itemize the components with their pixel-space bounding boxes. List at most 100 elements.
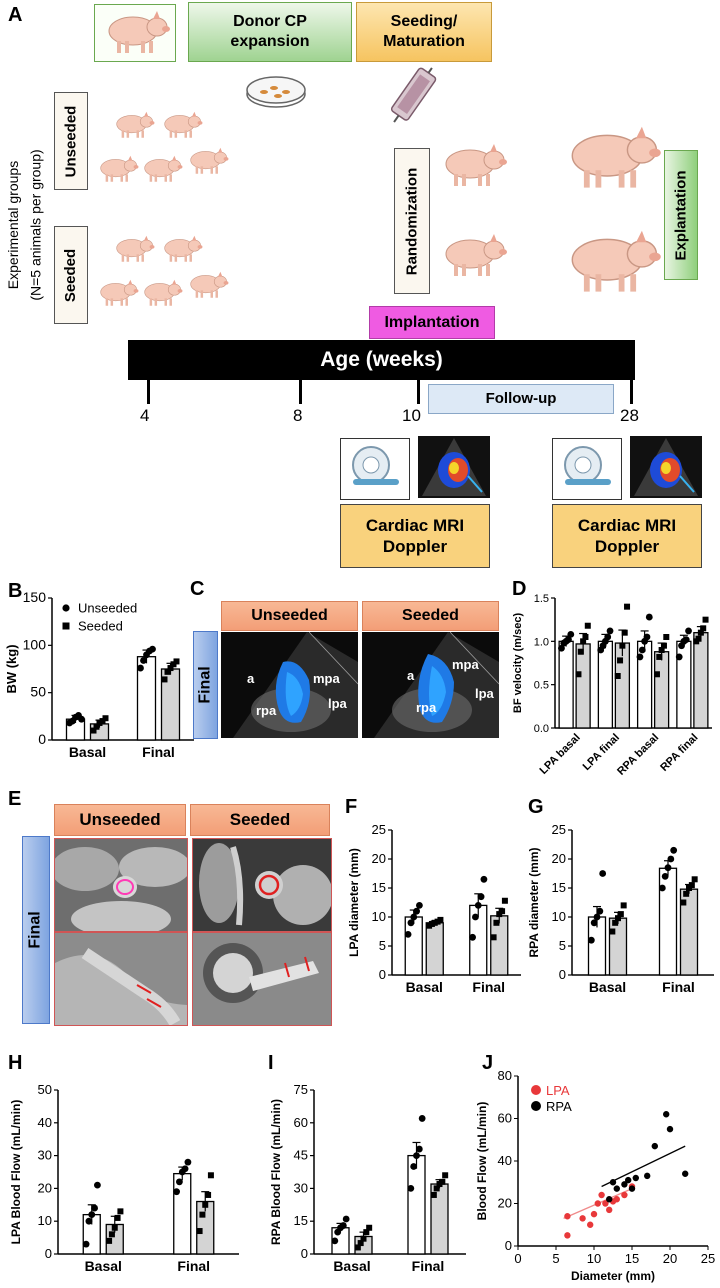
category-label: Final	[177, 1258, 210, 1274]
data-point	[638, 646, 646, 654]
pig-ear	[171, 279, 177, 285]
y-tick-label: 0.5	[534, 680, 549, 692]
y-axis-label: RPA Blood Flow (mL/min)	[269, 1099, 283, 1245]
age-axis-title: Age (weeks)	[320, 348, 443, 371]
panel-label-c: C	[190, 578, 205, 600]
y-axis-label: LPA diameter (mm)	[347, 848, 361, 957]
category-label: Basal	[589, 979, 626, 995]
data-point	[164, 668, 171, 675]
data-point	[93, 723, 100, 730]
pig-leg	[169, 174, 172, 182]
data-point	[660, 642, 667, 649]
panel-label-h: H	[8, 1052, 23, 1074]
data-point	[606, 1206, 613, 1214]
y-tick-label: 15	[372, 880, 386, 895]
pig-snout	[133, 289, 139, 293]
pig-leg	[164, 298, 167, 306]
bioreactor-icon	[390, 67, 437, 123]
pig-icon-seeded-10w	[445, 234, 507, 276]
y-tick-label: 30	[294, 1180, 308, 1195]
data-point	[598, 1191, 605, 1199]
data-point	[173, 658, 180, 665]
data-point	[415, 1145, 423, 1153]
data-point	[580, 638, 587, 645]
pig-leg	[110, 298, 114, 306]
y-tick-label: 0.0	[534, 723, 549, 735]
category-label: LPA basal	[538, 732, 583, 777]
pig-icon-seeded-28w	[571, 230, 661, 292]
data-point	[565, 636, 572, 643]
pig-leg	[154, 298, 158, 306]
data-point	[620, 902, 627, 909]
seeded-group-label: Seeded	[54, 226, 88, 324]
pig-leg	[141, 41, 145, 53]
y-tick-label: 1.0	[534, 636, 549, 648]
bar	[653, 651, 670, 729]
mri-scanner-icon-1	[340, 438, 410, 500]
data-point	[606, 627, 614, 635]
pig-leg	[136, 254, 139, 262]
category-label: Basal	[406, 979, 443, 995]
data-point	[615, 915, 621, 922]
seeded-pig-group	[100, 235, 229, 306]
y-tick-label: 1.5	[534, 593, 549, 605]
pig-leg	[141, 254, 144, 262]
pig-leg	[486, 174, 490, 186]
data-point	[94, 1181, 101, 1189]
data-point	[442, 1172, 449, 1179]
y-tick-label: 20	[38, 1180, 52, 1195]
pig-leg	[486, 264, 490, 276]
data-point	[418, 1115, 426, 1122]
y-tick-label: 0	[379, 967, 386, 982]
e-header-seeded: Seeded	[190, 804, 330, 836]
explantation-label: Explantation	[664, 150, 698, 280]
pig-leg	[105, 174, 109, 182]
pig-leg	[126, 254, 130, 262]
pig-leg	[210, 166, 213, 174]
bar	[658, 867, 678, 976]
data-point	[439, 1178, 446, 1185]
echo-label-a-left: a	[247, 671, 255, 686]
pig-ear	[217, 271, 223, 277]
tick-mark-4	[147, 380, 150, 404]
pig-leg	[125, 298, 128, 306]
category-label: Final	[472, 979, 505, 995]
pig-leg	[169, 298, 172, 306]
data-point	[149, 645, 156, 653]
data-point	[184, 1158, 192, 1166]
seeding-maturation-box: Seeding/ Maturation	[356, 2, 492, 62]
x-tick-label: 10	[587, 1251, 601, 1266]
pig-leg	[478, 264, 482, 276]
pig-ear	[636, 230, 647, 243]
data-point	[342, 1215, 350, 1223]
c-row-final: Final	[193, 631, 218, 739]
data-point	[339, 1222, 347, 1229]
pig-leg	[120, 298, 123, 306]
echo-label-lpa-right: lpa	[475, 686, 494, 701]
legend-label: Seeded	[78, 619, 123, 634]
y-tick-label: 20	[552, 851, 566, 866]
data-point	[106, 1237, 113, 1244]
y-tick-label: 15	[294, 1213, 308, 1228]
data-point	[360, 1235, 367, 1242]
data-point	[656, 653, 663, 660]
pig-icon-unseeded-28w	[571, 126, 661, 188]
data-point	[619, 642, 626, 649]
pig-leg	[174, 254, 178, 262]
category-label: RPA final	[658, 732, 700, 774]
y-tick-label: 50	[30, 684, 46, 700]
echo-label-lpa-left: lpa	[328, 696, 347, 711]
fit-line	[601, 1145, 686, 1188]
data-point	[582, 634, 589, 640]
data-point	[331, 1237, 339, 1245]
y-tick-label: 0	[45, 1246, 52, 1261]
y-tick-label: 40	[38, 1115, 52, 1130]
bar	[173, 1172, 192, 1255]
x-tick-label: 5	[552, 1251, 559, 1266]
data-point	[567, 631, 575, 638]
cardiac-mri-box-1: Cardiac MRI Doppler	[340, 504, 490, 568]
data-point	[587, 936, 595, 944]
pig-leg	[462, 264, 466, 276]
pig-leg	[184, 254, 187, 262]
data-point	[667, 855, 675, 863]
